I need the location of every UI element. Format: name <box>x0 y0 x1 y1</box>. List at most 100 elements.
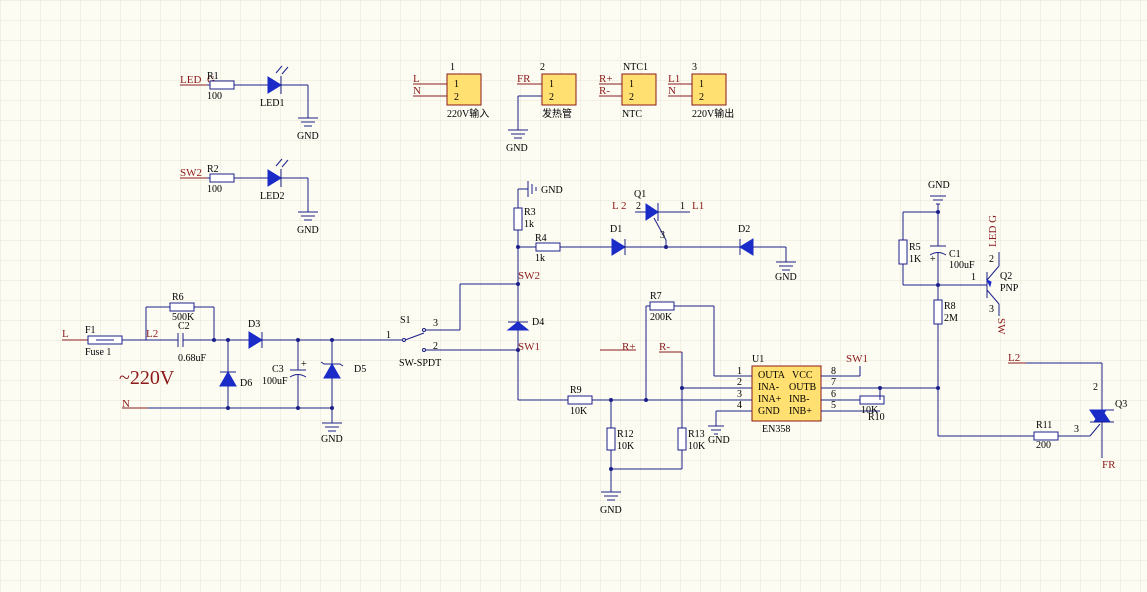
net-label-sw1-node: SW1 <box>518 341 540 353</box>
c3-ref: C3 <box>272 364 284 375</box>
net-label-rminus-node: R- <box>659 341 670 353</box>
d2-ref: D2 <box>738 224 750 235</box>
q3-block: R11 200 3 L2 2 Q3 FR <box>1008 352 1127 471</box>
q1-block: L 2 Q1 2 1 L1 3 D1 D2 GND <box>610 189 797 283</box>
gnd-label-u1: GND <box>708 435 730 446</box>
r4-resistor[interactable] <box>535 242 561 252</box>
r11-ref: R11 <box>1036 420 1052 431</box>
svg-text:GND: GND <box>758 406 780 417</box>
svg-text:1: 1 <box>450 62 455 73</box>
net-label-fr: FR <box>1102 459 1116 471</box>
svg-text:220V输入: 220V输入 <box>447 107 489 120</box>
svg-text:3: 3 <box>433 318 438 329</box>
d1-diode[interactable] <box>611 238 626 256</box>
r1-value: 100 <box>207 91 222 102</box>
net-label-led-g: LED G <box>987 215 999 247</box>
r2-resistor[interactable] <box>209 173 235 183</box>
net-label-sw1-u1: SW1 <box>846 353 868 365</box>
r8-resistor[interactable] <box>933 299 943 325</box>
r4-value: 1k <box>535 253 545 264</box>
svg-text:R+: R+ <box>599 73 613 85</box>
connector-1[interactable]: 1 L N 1 2 220V输入 <box>413 62 489 120</box>
r8-ref: R8 <box>944 301 956 312</box>
gnd-label-r3: GND <box>541 185 563 196</box>
net-label-n: N <box>122 398 130 410</box>
q2-block: GND R5 1K + C1 100uF 1 2 3 Q2 PNP LED G <box>898 180 1034 437</box>
r4-ref: R4 <box>535 233 547 244</box>
sw2-column: GND R3 1k R4 1k SW2 D4 SW1 R+ <box>506 181 636 401</box>
net-label-sw2: SW2 <box>180 167 202 179</box>
gnd-label-top: GND <box>928 180 950 191</box>
net-label-sw-rotated: SW <box>995 318 1007 335</box>
svg-text:+: + <box>930 254 936 265</box>
r13-value: 10K <box>688 441 706 452</box>
c2-value: 0.68uF <box>178 353 207 364</box>
r1-resistor[interactable] <box>209 80 235 90</box>
svg-text:1: 1 <box>549 79 554 90</box>
f1-value: Fuse 1 <box>85 347 111 358</box>
led1-ref: LED1 <box>260 98 284 109</box>
svg-text:INB+: INB+ <box>789 406 812 417</box>
r7-resistor[interactable] <box>649 301 675 311</box>
c1-value: 100uF <box>949 260 975 271</box>
r11-resistor[interactable] <box>1033 431 1059 441</box>
svg-text:6: 6 <box>831 389 836 400</box>
svg-text:INA+: INA+ <box>758 394 782 405</box>
net-label-rplus-node: R+ <box>622 341 636 353</box>
gnd-label-d2: GND <box>775 272 797 283</box>
svg-text:1: 1 <box>454 79 459 90</box>
led1-diode[interactable] <box>267 76 282 94</box>
r9-ref: R9 <box>570 385 582 396</box>
svg-text:2: 2 <box>549 92 554 103</box>
r2-value: 100 <box>207 184 222 195</box>
q1-triac[interactable] <box>645 203 659 221</box>
gnd-label-conn2: GND <box>506 143 528 154</box>
net-label-l2: L2 <box>146 328 158 340</box>
svg-text:2: 2 <box>433 341 438 352</box>
connector-ntc1[interactable]: NTC1 R+ R- 1 2 NTC <box>599 62 657 120</box>
svg-text:1: 1 <box>680 201 685 212</box>
connector-3[interactable]: 3 L1 N 1 2 220V输出 <box>668 62 734 120</box>
voltage-annotation: ~220V <box>119 367 175 389</box>
svg-text:2: 2 <box>737 377 742 388</box>
f1-ref: F1 <box>85 325 96 336</box>
led1-block: LED G R1 100 LED1 GND <box>180 65 319 142</box>
r3-value: 1k <box>524 219 534 230</box>
d3-diode[interactable] <box>248 331 263 349</box>
r13-resistor[interactable] <box>677 427 687 451</box>
svg-text:2: 2 <box>1093 382 1098 393</box>
net-label-l1-q1: L1 <box>692 200 704 212</box>
u1-ic-body[interactable] <box>751 365 822 422</box>
r1-ref: R1 <box>207 71 219 82</box>
r12-value: 10K <box>617 441 635 452</box>
r3-resistor[interactable] <box>513 207 523 231</box>
svg-text:3: 3 <box>737 389 742 400</box>
svg-text:2: 2 <box>699 92 704 103</box>
led2-diode[interactable] <box>267 169 282 187</box>
svg-text:N: N <box>413 85 421 97</box>
svg-text:1: 1 <box>737 366 742 377</box>
r6-resistor[interactable] <box>169 302 195 312</box>
c1-ref: C1 <box>949 249 961 260</box>
gnd-label-led2: GND <box>297 225 319 236</box>
svg-text:INA-: INA- <box>758 382 779 393</box>
connector-2[interactable]: 2 FR GND 1 2 发热管 <box>506 62 577 154</box>
r12-resistor[interactable] <box>606 427 616 451</box>
d5-ref: D5 <box>354 364 366 375</box>
switch-s1[interactable]: S1 1 3 2 SW-SPDT <box>386 283 518 369</box>
svg-text:1: 1 <box>971 272 976 283</box>
r9-resistor[interactable] <box>567 395 593 405</box>
net-label-sw2-node: SW2 <box>518 270 540 282</box>
svg-text:INB-: INB- <box>789 394 810 405</box>
svg-text:L: L <box>413 73 420 85</box>
u1-part: EN358 <box>762 424 790 435</box>
s1-ref: S1 <box>400 315 411 326</box>
svg-text:220V输出: 220V输出 <box>692 107 734 120</box>
r10-resistor[interactable] <box>859 395 885 405</box>
d4-ref: D4 <box>532 317 544 328</box>
svg-text:7: 7 <box>831 377 836 388</box>
q2-transistor[interactable] <box>985 278 992 288</box>
r5-resistor[interactable] <box>898 239 908 265</box>
r8-value: 2M <box>944 313 958 324</box>
